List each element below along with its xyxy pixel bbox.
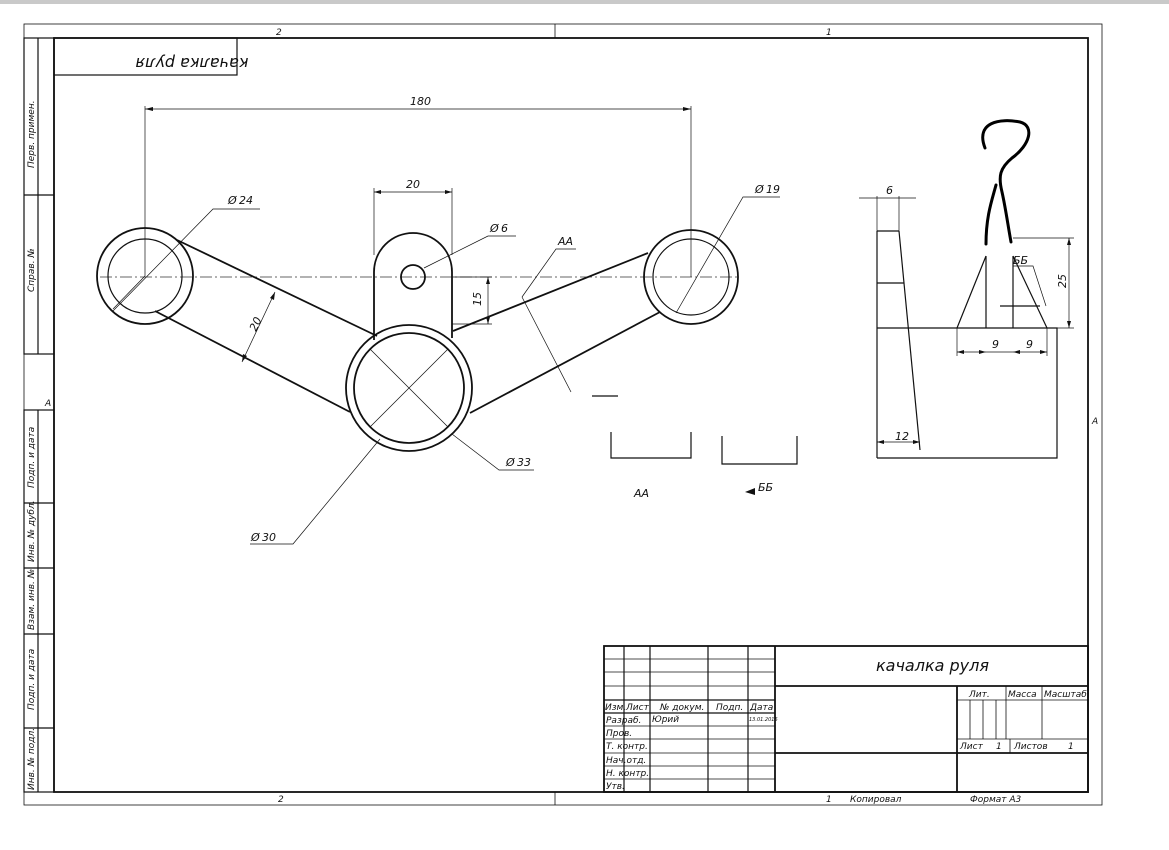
row-nkontr: Н. контр. [606, 769, 649, 779]
mirrored-title-stamp: качалка руля [53, 37, 248, 76]
section-aa-profile [610, 432, 692, 459]
section-label-aa: АА [633, 487, 649, 500]
label-inv-podl: Инв. № подл. [27, 728, 37, 790]
section-cut-aa: АА [521, 235, 618, 397]
zone-top-right: 1 [826, 28, 832, 38]
central-boss-inner [353, 332, 465, 444]
sheet-frame: 2 1 2 1 A A Копировал Формат А3 [0, 0, 1169, 806]
side-dim-12: 12 [895, 430, 909, 443]
col-data: Дата [749, 703, 773, 713]
label-perv-primen: Перв. примен. [27, 100, 37, 168]
dim-d33: 33 [517, 456, 531, 469]
label-podp-data-1: Подп. и дата [27, 427, 37, 488]
cut-label-aa: АА [557, 235, 573, 248]
dim-d24: 24 [239, 194, 253, 207]
copied-label: Копировал [850, 795, 902, 805]
lit-label: Лит. [968, 690, 990, 700]
dim-d19-symbol: Ø [754, 183, 764, 196]
inner-border [53, 37, 1089, 793]
label-sprav-no: Справ. № [27, 248, 37, 292]
sheets-count: 1 [1068, 742, 1074, 752]
side-view: 6 12 25 9 9 ББ [859, 119, 1074, 459]
dim-d30-symbol: Ø [250, 531, 260, 544]
zone-side-left: A [44, 399, 51, 409]
label-inv-dubl: Инв. № дубл. [27, 500, 37, 562]
masshtab-label: Масштаб [1044, 690, 1087, 700]
dim-d24-symbol: Ø [227, 194, 237, 207]
dim-20-arm: 20 [247, 315, 265, 333]
title-block-title: качалка руля [876, 656, 989, 675]
section-label-bb: ББ [758, 481, 773, 494]
zone-side-right: A [1091, 417, 1098, 427]
sheets-label: Листов [1013, 742, 1048, 752]
razrab-name: Юрий [652, 715, 679, 725]
handdrawn-question-mark [981, 119, 1031, 246]
col-doc: № докум. [659, 703, 704, 713]
title-block: качалка руля Изм. Лист № докум. Подп. Да… [603, 645, 1089, 793]
razrab-date: 13.01.2015 [749, 717, 778, 723]
dim-180: 180 [410, 95, 431, 108]
sheet-label: Лист [959, 742, 984, 752]
zone-bottom-left: 2 [278, 795, 284, 805]
dim-d30: 30 [262, 531, 276, 544]
dim-20-top: 20 [406, 178, 420, 191]
zone-top-left: 2 [276, 28, 282, 38]
side-dim-9b: 9 [1026, 338, 1033, 351]
dim-d33-symbol: Ø [505, 456, 515, 469]
dim-15: 15 [471, 292, 484, 306]
col-list: Лист [625, 703, 650, 713]
main-view [96, 227, 740, 452]
label-vzam-inv: Взам. инв. № [27, 569, 37, 630]
row-tkontr: Т. контр. [606, 742, 648, 752]
label-podp-data-2: Подп. и дата [27, 649, 37, 710]
side-dim-9a: 9 [992, 338, 999, 351]
side-cut-bb: ББ [1013, 254, 1028, 267]
mirrored-title: качалка руля [135, 54, 248, 73]
sheet-no: 1 [996, 742, 1002, 752]
dim-d19: 19 [766, 183, 780, 196]
massa-label: Масса [1008, 690, 1037, 700]
row-nachotd: Нач.отд. [606, 756, 646, 766]
side-dim-25: 25 [1056, 274, 1069, 288]
format-label: Формат А3 [970, 795, 1022, 805]
section-views: АА ББ [610, 432, 798, 500]
side-dim-6: 6 [886, 184, 893, 197]
hole-d6 [400, 264, 426, 290]
main-dimensions: 180 20 Ø 6 Ø 24 Ø 19 15 20 Ø 33 [111, 95, 780, 545]
row-razrab: Разраб. [606, 716, 641, 726]
col-podp: Подп. [716, 703, 743, 713]
central-boss-outer [345, 324, 473, 452]
dim-d6: 6 [501, 222, 508, 235]
outer-border [23, 23, 1103, 806]
dim-d6-symbol: Ø [489, 222, 499, 235]
zone-bottom-right: 1 [826, 795, 832, 805]
row-utv: Утв. [606, 782, 625, 792]
row-prov: Пров. [606, 729, 632, 739]
section-bb-profile [721, 436, 798, 465]
col-izm: Изм. [605, 703, 626, 713]
left-side-columns: Перв. примен. Справ. № Подп. и дата Инв.… [23, 37, 55, 793]
